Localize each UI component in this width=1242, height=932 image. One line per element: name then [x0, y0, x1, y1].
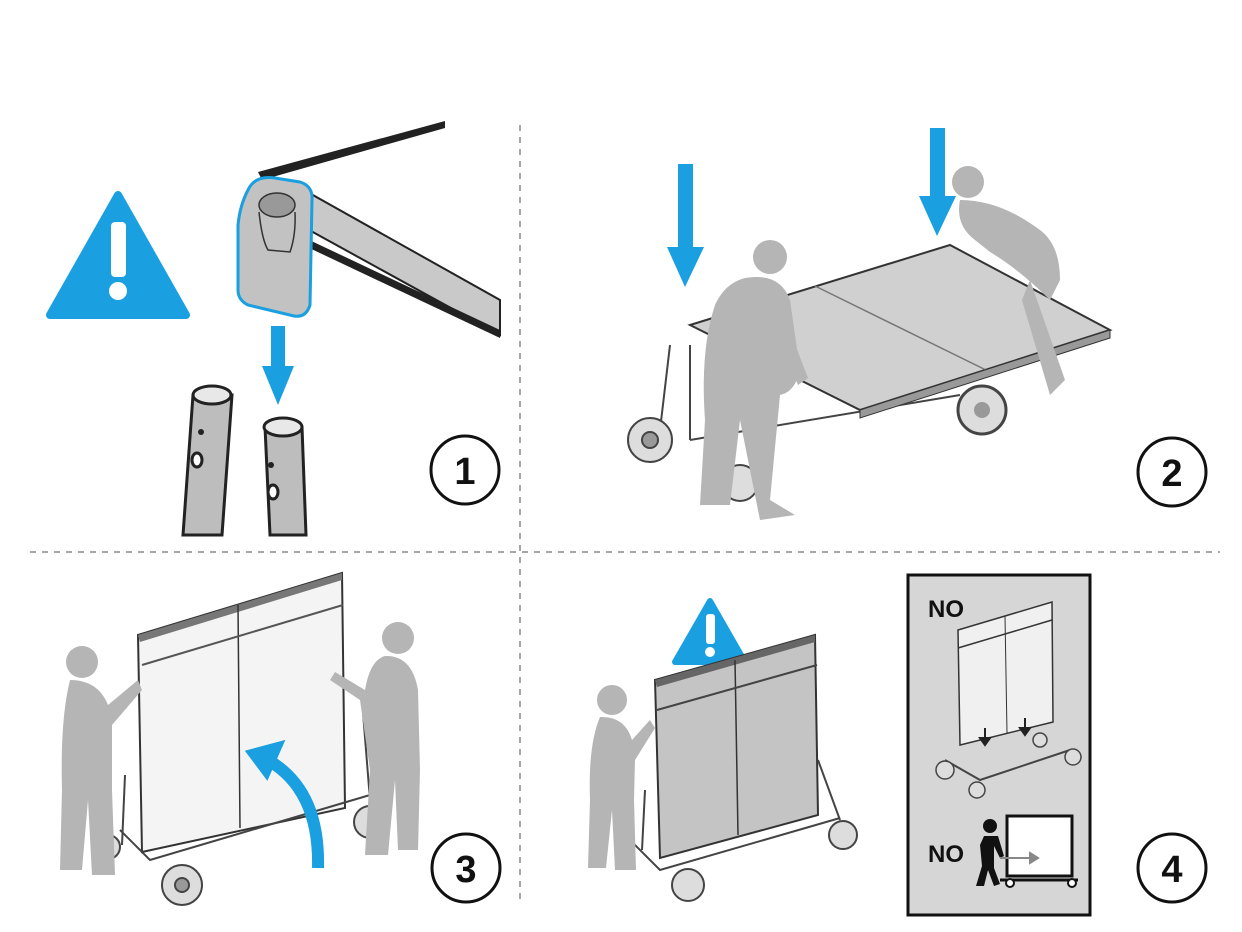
pushing-person-icon	[976, 819, 1004, 886]
table-chassis	[629, 759, 858, 902]
step-badge-4: 4	[1136, 832, 1208, 904]
person-left	[588, 685, 655, 870]
down-arrow-icon	[919, 128, 956, 236]
person-left	[60, 646, 142, 875]
folded-table	[653, 633, 820, 860]
person-right	[952, 166, 1065, 395]
panel-2: 2	[627, 128, 1208, 520]
leg-bracket	[236, 176, 314, 318]
step-number: 3	[455, 849, 476, 891]
curved-arrow-icon	[244, 739, 325, 869]
panel-3: 3	[60, 571, 502, 906]
inset-label-top: NO	[928, 596, 964, 623]
inset-label-bottom: NO	[928, 841, 964, 868]
person-left	[700, 240, 808, 520]
leg-tubes	[181, 384, 308, 537]
push-arrow-icon	[1000, 851, 1040, 865]
table-wheel-right	[956, 384, 1008, 436]
down-arrow-icon	[262, 326, 294, 405]
step-number: 1	[454, 451, 475, 493]
warning-triangle-icon	[46, 191, 190, 319]
step-badge-3: 3	[430, 832, 502, 904]
panel-4: NO NO	[588, 573, 1208, 917]
warning-inset: NO NO	[906, 573, 1092, 917]
step-badge-1: 1	[429, 434, 501, 506]
down-arrow-icon	[667, 164, 704, 287]
step-number: 4	[1161, 849, 1182, 891]
warning-triangle-icon	[672, 598, 748, 665]
step-badge-2: 2	[1136, 436, 1208, 508]
person-right	[330, 622, 420, 855]
panel-dividers	[30, 125, 1220, 905]
panel-1: 1	[46, 121, 501, 537]
table-frame-corner	[258, 121, 501, 338]
step-number: 2	[1161, 453, 1182, 495]
